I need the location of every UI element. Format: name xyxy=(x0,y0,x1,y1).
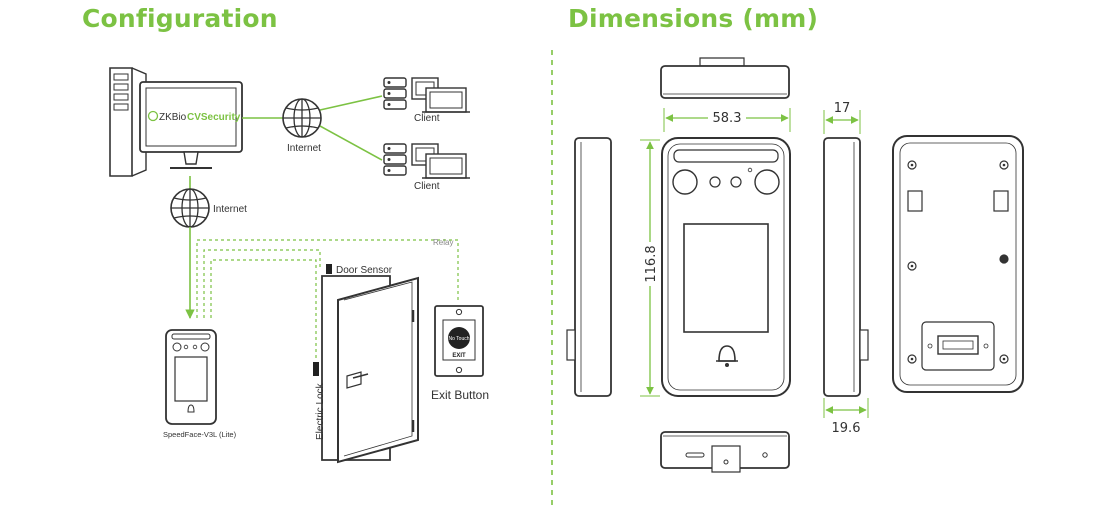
height-value: 116.8 xyxy=(644,245,659,282)
width-value: 58.3 xyxy=(713,111,742,126)
client-1-icon xyxy=(383,77,471,113)
exit-touch-text: No Touch xyxy=(448,336,469,342)
relay-label: Relay xyxy=(433,238,453,247)
workstation-monitor-icon xyxy=(139,81,243,169)
exit-button-icon xyxy=(434,305,484,377)
link-internet-client-1 xyxy=(319,95,383,111)
door-sensor-label: Door Sensor xyxy=(336,265,393,276)
back-view-drawing xyxy=(892,135,1024,393)
relay-wiring xyxy=(196,239,459,360)
speedface-device-icon xyxy=(165,329,217,425)
client-2-icon xyxy=(383,143,471,179)
bell-icon xyxy=(716,345,738,367)
electric-lock-icon xyxy=(313,362,319,376)
front-view-drawing xyxy=(661,137,791,397)
internet-label-top: Internet xyxy=(287,143,321,154)
back-view-screw-centers xyxy=(910,163,1006,361)
top-view-drawing xyxy=(660,57,790,99)
depth-base-value: 19.6 xyxy=(832,421,861,436)
device-model-label: SpeedFace-V3L (Lite) xyxy=(163,430,237,439)
electric-lock-label: Electric Lock xyxy=(315,382,326,440)
client-2-label: Client xyxy=(414,181,440,192)
exit-face-text: EXIT xyxy=(452,353,466,359)
dimensions-title: Dimensions (mm) xyxy=(568,4,819,33)
internet-globe-icon xyxy=(282,98,322,138)
depth-value: 17 xyxy=(834,101,851,116)
link-internet-client-2 xyxy=(319,125,383,161)
software-name: CVSecurity xyxy=(187,112,241,123)
configuration-title: Configuration xyxy=(82,4,278,33)
left-side-view-drawing xyxy=(566,137,612,397)
door-sensor-icon xyxy=(326,264,332,274)
zk-logo-icon xyxy=(147,110,159,122)
bottom-view-drawing xyxy=(660,431,790,473)
server-tower-icon xyxy=(109,67,147,177)
software-brand: ZKBio xyxy=(159,112,187,123)
internet-label-bottom: Internet xyxy=(213,204,247,215)
software-logo: ZKBio CVSecurity xyxy=(147,110,241,123)
exit-button-label: Exit Button xyxy=(431,388,489,402)
door-icon xyxy=(321,275,419,464)
client-1-label: Client xyxy=(414,113,440,124)
right-side-view-drawing xyxy=(823,137,869,397)
internet-globe-icon-bottom xyxy=(170,188,210,228)
